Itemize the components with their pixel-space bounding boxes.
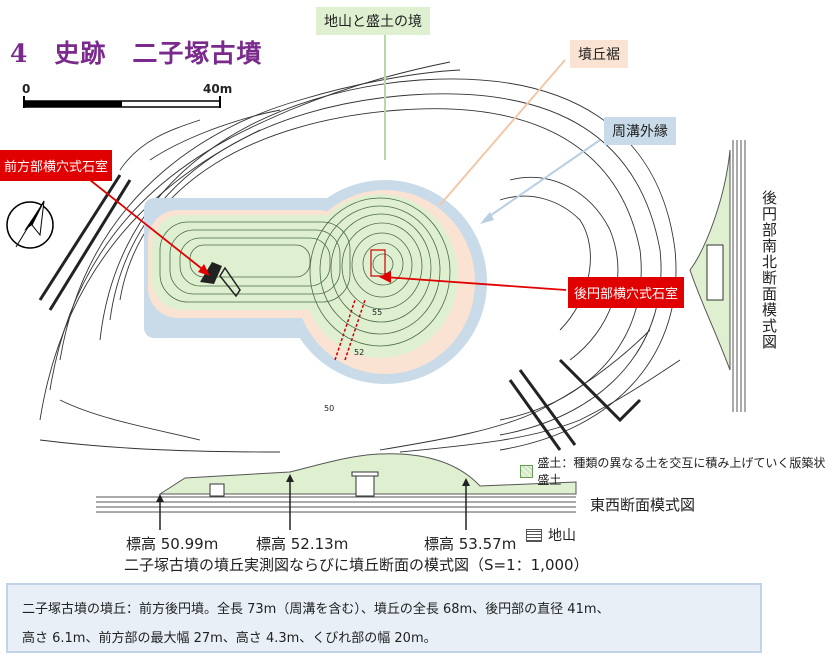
legend-ground: 地山 (526, 525, 576, 545)
rear-chamber-label: 後円部横穴式石室 (568, 277, 685, 308)
elevation-label: 標高 52.13m (256, 535, 349, 553)
legend-ground-text: 地山 (548, 528, 576, 544)
legend-ground-swatch (526, 528, 542, 542)
front-chamber-mark (200, 262, 222, 284)
ew-section-diagram (96, 453, 577, 530)
rear-chamber-mark (370, 249, 386, 277)
road-lines (38, 174, 642, 451)
front-chamber-leader (89, 179, 207, 273)
elevation-label: 標高 53.57m (424, 535, 517, 553)
moat-leader (483, 139, 601, 221)
front-chamber-label: 前方部横穴式石室 (0, 150, 113, 181)
legend-fill: 盛土：種類の異なる土を交互に積み上げていく版築状盛土 (520, 454, 834, 488)
ew-section-label: 東西断面模式図 (590, 496, 696, 514)
contour-label: 52 (354, 348, 365, 357)
page-title: 4 史跡 二子塚古墳 (10, 39, 263, 68)
ns-section-label: 後円部南北断面模式図 (760, 190, 778, 350)
legend-fill-text: 盛土：種類の異なる土を交互に積み上げていく版築状盛土 (537, 456, 826, 487)
elevation-label: 標高 50.99m (126, 535, 219, 553)
hem-label: 墳丘裾 (570, 40, 628, 68)
terrain-contours (39, 61, 681, 453)
figure-caption: 二子塚古墳の墳丘実測図ならびに墳丘断面の模式図（S=1：1,000） (124, 556, 589, 574)
scale-max-label: 40m (203, 82, 233, 96)
contour-label: 50 (324, 404, 335, 413)
mound-contours (159, 197, 451, 347)
description-line: 高さ 6.1m、前方部の最大幅 27m、高さ 4.3m、くびれ部の幅 20m。 (22, 631, 437, 646)
scale-bar (23, 96, 221, 108)
contour-label: 55 (372, 308, 383, 317)
legend-fill-swatch (520, 464, 534, 478)
moat-edge-label: 周溝外縁 (604, 117, 676, 145)
description-line: 二子塚古墳の墳丘：前方後円墳。全長 73m（周溝を含む）、墳丘の全長 68m、後… (22, 602, 610, 617)
scale-zero-label: 0 (22, 82, 31, 96)
north-arrow-icon (6, 200, 54, 249)
rear-chamber-leader (383, 276, 567, 291)
description-box: 二子塚古墳の墳丘：前方後円墳。全長 73m（周溝を含む）、墳丘の全長 68m、後… (6, 583, 762, 653)
boundary-label: 地山と盛土の境 (316, 7, 430, 35)
hem-leader (439, 59, 566, 206)
ns-section-diagram (689, 140, 746, 412)
